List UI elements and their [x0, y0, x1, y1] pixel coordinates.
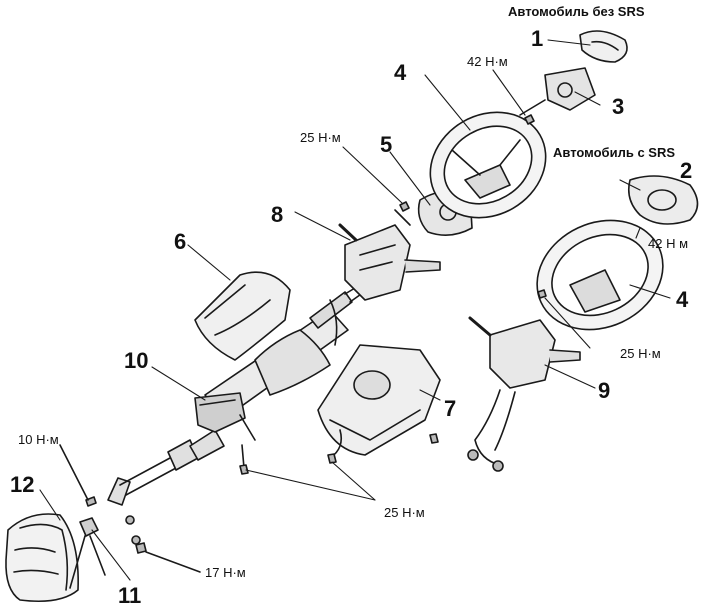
bolt-17nm [135, 542, 201, 573]
callout-5: 5 [380, 132, 393, 157]
part-3-horn-switch [519, 67, 596, 125]
callout-8: 8 [271, 202, 284, 227]
torque-42-lower: 42 Н м [648, 236, 689, 251]
torque-17: 17 Н·м [205, 565, 246, 580]
torque-25-switch: 25 Н·м [620, 346, 661, 361]
part-9-combination-switch-srs [467, 289, 581, 472]
intermediate-shaft [107, 429, 225, 545]
part-4-steering-wheel-upper [429, 111, 547, 219]
steering-column [204, 284, 365, 419]
callout-12: 12 [10, 472, 35, 497]
torque-25-column: 25 Н·м [384, 505, 425, 520]
torque-25-spiral: 25 Н·м [300, 130, 341, 145]
header-without-srs: Автомобиль без SRS [508, 4, 645, 19]
torque-10: 10 Н·м [18, 432, 59, 447]
callout-11: 11 [118, 583, 142, 608]
part-12-boot [5, 513, 79, 603]
part-7-lower-cover [317, 344, 441, 464]
part-8-combination-switch [338, 209, 441, 301]
bolt-10nm [59, 444, 97, 507]
callout-7: 7 [444, 396, 457, 421]
callout-9: 9 [598, 378, 611, 403]
leader-lines [39, 39, 671, 581]
callout-4-upper: 4 [394, 60, 407, 85]
part-6-upper-cover [194, 271, 291, 361]
callout-4-lower: 4 [676, 287, 689, 312]
callout-2: 2 [680, 158, 693, 183]
part-1-horn-pad [579, 30, 628, 63]
callout-3: 3 [612, 94, 625, 119]
callout-10: 10 [124, 348, 149, 373]
header-with-srs: Автомобиль с SRS [553, 145, 676, 160]
callout-6: 6 [174, 229, 187, 254]
torque-42-upper: 42 Н·м [467, 54, 508, 69]
callout-1: 1 [531, 26, 544, 51]
part-4-steering-wheel-lower [536, 219, 664, 331]
part-10-bracket [194, 392, 256, 475]
part-11-clamp [69, 517, 106, 589]
